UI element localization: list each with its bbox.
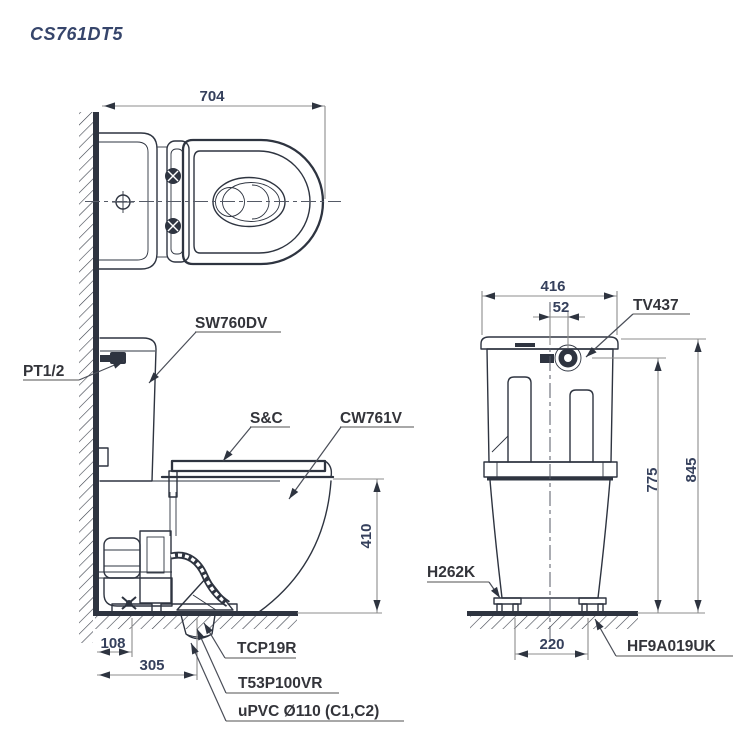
dim-108-value: 108 [100,635,125,652]
water-inlet-fitting [100,352,126,364]
dim-305: 305 [97,618,198,680]
dim-410: 410 [333,478,384,613]
dim-108: 108 [97,618,133,657]
tank-lid [480,336,619,350]
label-upvc: uPVC Ø110 (C1,C2) [187,641,404,722]
label-hf9a019uk: HF9A019UK [591,617,733,657]
svg-text:S&C: S&C [250,410,283,427]
rear-view: 416 52 775 845 [427,278,733,660]
flush-mechanism [95,492,238,614]
svg-text:CW761V: CW761V [340,410,403,427]
right-foot [578,597,607,614]
stop-valve [540,344,582,372]
dim-775-value: 775 [644,467,661,492]
dim-704: 704 [102,88,326,199]
dim-52: 52 [533,299,585,348]
svg-text:TCP19R: TCP19R [237,640,296,657]
dim-416: 416 [481,278,618,335]
dim-704-value: 704 [199,88,225,105]
svg-text:HF9A019UK: HF9A019UK [627,638,717,655]
dim-845: 845 [621,338,706,613]
label-pt12: PT1/2 [23,357,126,381]
svg-text:TV437: TV437 [633,297,679,314]
dim-220-value: 220 [539,636,564,653]
dim-845-value: 845 [683,457,700,482]
label-tv437: TV437 [583,297,690,360]
wall-section [79,112,99,643]
svg-text:SW760DV: SW760DV [195,315,268,332]
svg-text:PT1/2: PT1/2 [23,363,64,380]
label-t53p100vr: T53P100VR [193,627,339,694]
floor-section-rear [467,611,705,629]
hinge-bolt-bottom [165,218,181,234]
dim-52-value: 52 [553,299,570,316]
seat-profile [170,459,327,473]
seat-hinge-bolt [168,470,178,498]
label-sw760dv: SW760DV [146,315,281,386]
label-cw761v: CW761V [286,410,414,502]
side-view: 410 108 305 SW760DV PT1/2 [23,315,414,722]
dim-305-value: 305 [139,657,164,674]
dim-220: 220 [514,618,589,660]
hinge-bolt-top [165,168,181,184]
drawing-title: CS761DT5 [30,24,124,44]
svg-text:T53P100VR: T53P100VR [238,675,322,692]
label-h262k: H262K [427,564,504,600]
left-foot [493,597,522,614]
label-sc: S&C [220,410,290,464]
dim-775: 775 [592,357,666,613]
svg-text:uPVC Ø110 (C1,C2): uPVC Ø110 (C1,C2) [238,703,379,720]
top-view: 704 [85,88,341,270]
svg-text:H262K: H262K [427,564,476,581]
dim-410-value: 410 [358,523,375,548]
label-tcp19r: TCP19R [200,621,296,659]
wall-bracket [96,447,109,467]
dim-416-value: 416 [540,278,565,295]
